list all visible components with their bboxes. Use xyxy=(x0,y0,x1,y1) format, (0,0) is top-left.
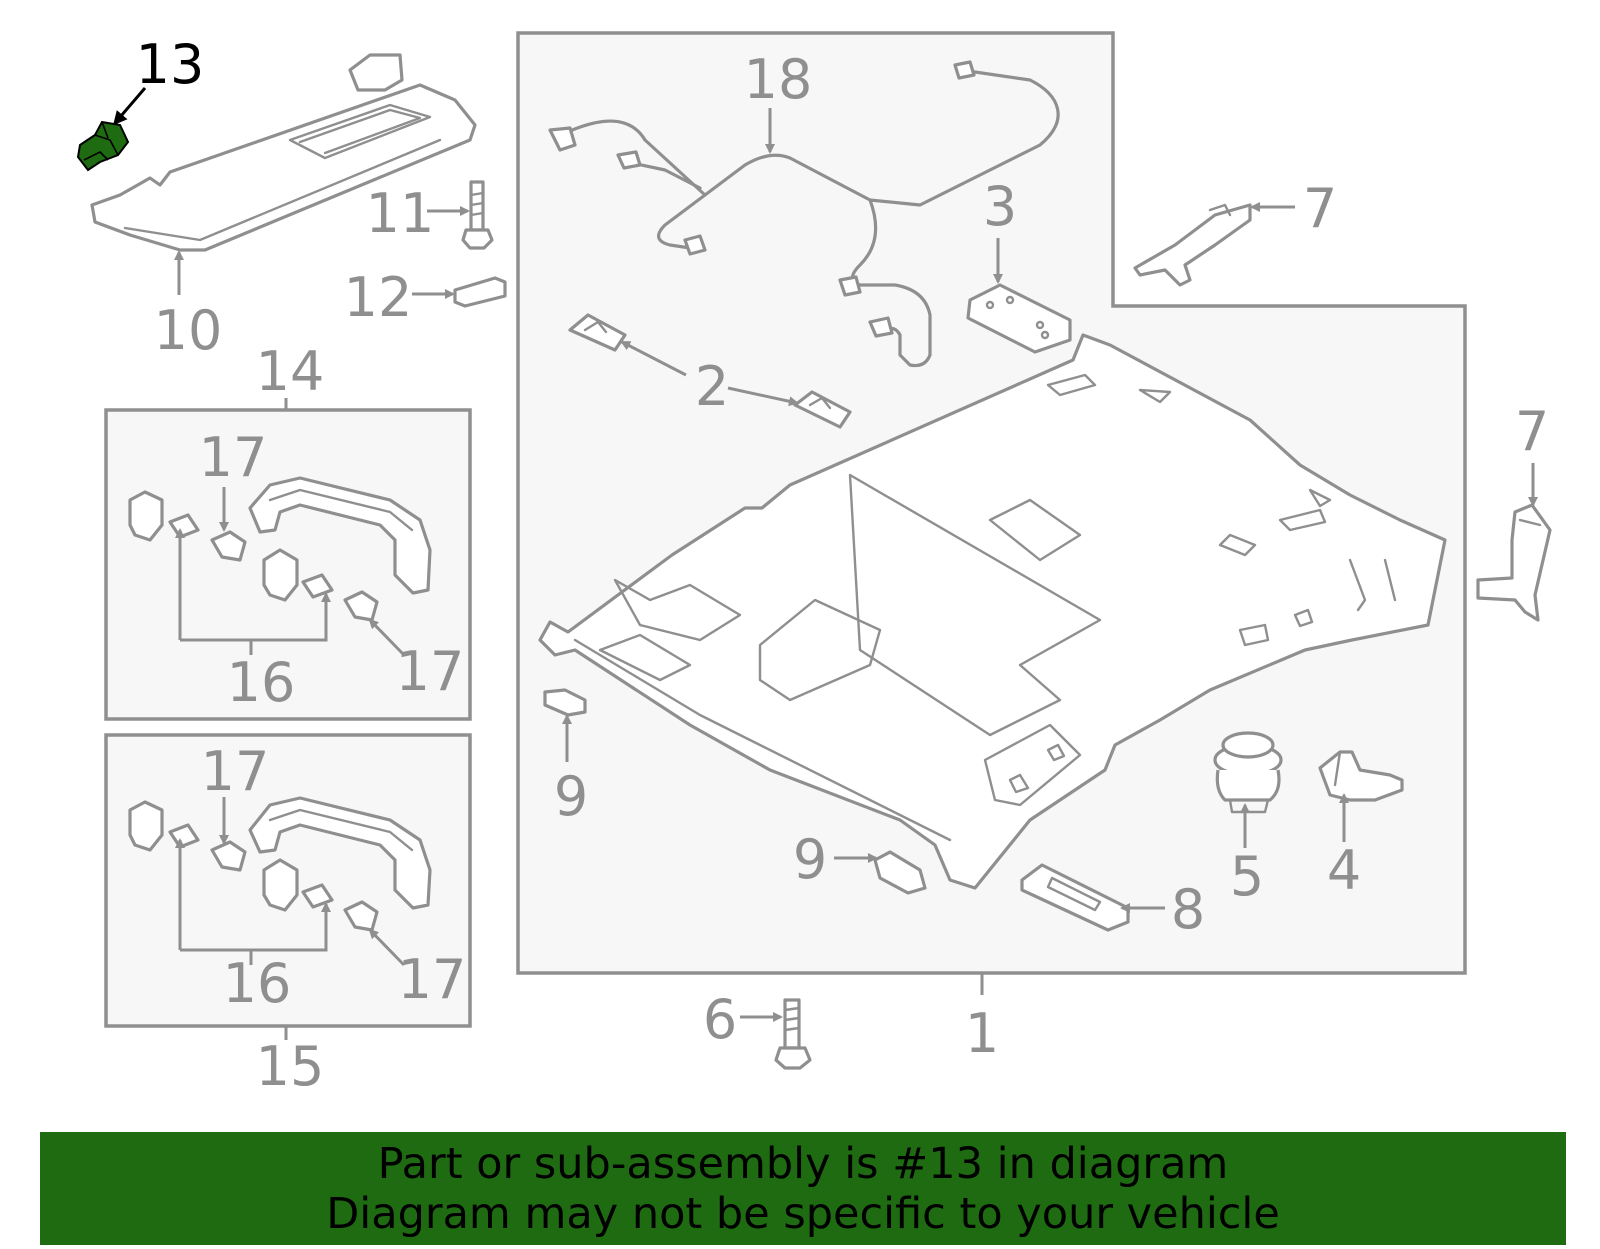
part-7-bracket-right xyxy=(1476,503,1552,622)
grab-handle-15 xyxy=(128,796,432,932)
callout-7-right: 7 xyxy=(1515,400,1549,463)
callout-6: 6 xyxy=(703,988,737,1051)
part-2-clips xyxy=(568,313,852,429)
callout-9-bottom: 9 xyxy=(793,828,827,891)
callout-5: 5 xyxy=(1230,845,1264,908)
callout-17-box14-top: 17 xyxy=(199,426,268,489)
part-5-grommet xyxy=(1213,731,1283,814)
banner-line-2: Diagram may not be specific to your vehi… xyxy=(326,1189,1280,1239)
part-11-screw xyxy=(461,180,494,250)
callout-3: 3 xyxy=(983,175,1017,238)
callout-8: 8 xyxy=(1171,878,1205,941)
callout-15: 15 xyxy=(256,1035,325,1098)
callout-11: 11 xyxy=(366,182,435,245)
callout-2: 2 xyxy=(695,355,729,418)
banner-line-1: Part or sub-assembly is #13 in diagram xyxy=(377,1139,1229,1189)
callout-1: 1 xyxy=(965,1002,999,1065)
callout-14: 14 xyxy=(256,340,325,403)
sun-visor xyxy=(90,53,477,252)
callout-18: 18 xyxy=(744,48,813,111)
leader-lines xyxy=(113,87,1538,1040)
part-9-clip-left xyxy=(543,688,587,717)
callout-4: 4 xyxy=(1327,839,1361,902)
wiring-harness xyxy=(548,60,1060,368)
callout-13: 13 xyxy=(136,33,205,96)
part-9-clip-bottom xyxy=(873,850,927,895)
callout-9-left: 9 xyxy=(554,765,588,828)
callout-17-box15-bottom: 17 xyxy=(398,948,467,1011)
info-banner: Part or sub-assembly is #13 in diagram D… xyxy=(40,1132,1566,1245)
callout-17-box15-top: 17 xyxy=(201,740,270,803)
part-8-lamp xyxy=(1020,863,1130,932)
callout-16-box15: 16 xyxy=(223,952,292,1015)
part-3-bracket xyxy=(966,283,1072,354)
part-12-cap xyxy=(453,276,507,308)
headliner-panel xyxy=(538,333,1447,890)
callout-17-box14-bottom: 17 xyxy=(396,640,465,703)
callout-7-upper: 7 xyxy=(1303,177,1337,240)
part-6-bolt xyxy=(774,998,812,1070)
part-13-clip-highlighted xyxy=(76,120,130,172)
callout-12: 12 xyxy=(344,266,413,329)
grab-handle-14 xyxy=(128,476,432,622)
callout-16-box14: 16 xyxy=(227,651,296,714)
callout-10: 10 xyxy=(154,299,223,362)
part-7-bracket-upper xyxy=(1133,203,1252,287)
